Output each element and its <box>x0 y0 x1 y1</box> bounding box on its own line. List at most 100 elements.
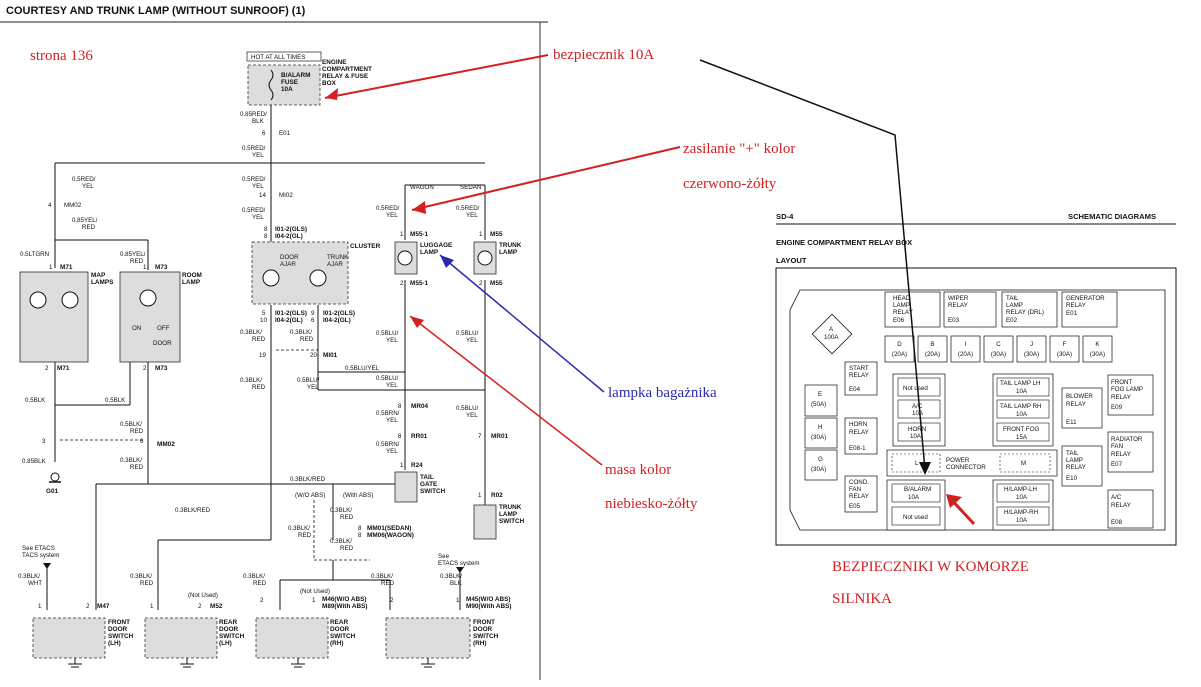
fuse-e-amp: (50A) <box>811 401 826 408</box>
front-fog-lamp-relay <box>1107 374 1154 416</box>
fuse-rating: (30A) <box>1024 351 1039 358</box>
wire-03br-long2: 0.3BLK/RED <box>175 507 211 514</box>
sw-rr-1: REAR <box>330 619 348 626</box>
abs-c-2: RED <box>340 545 354 552</box>
sw-rl-3: SWITCH <box>219 633 245 640</box>
relay-box-panel: SD-4 SCHEMATIC DIAGRAMS ENGINE COMPARTME… <box>775 212 1177 546</box>
wire-05br-mm02-2: RED <box>130 428 144 435</box>
map-lamp-left-icon <box>29 291 47 309</box>
fuse-k: K(30A) <box>1082 335 1113 363</box>
wire-05bo-a-2: YEL <box>386 417 398 424</box>
wire-05bly-b-1: 0.5BLU/ <box>376 330 399 337</box>
abs-c-1: 0.3BLK/ <box>330 538 352 545</box>
wire-05bly-mid: 0.5BLU/YEL <box>345 365 380 372</box>
fuse-arrow <box>324 54 549 99</box>
hlamp-rh-1: H/LAMP-RH <box>1004 509 1038 516</box>
mm02-pin6: 6 <box>140 438 144 445</box>
trunk-switch-3: SWITCH <box>499 518 525 525</box>
luggage-1: LUGGAGE <box>420 242 453 249</box>
wire-05blk-b: 0.5BLK <box>105 397 126 404</box>
sw-fr-2: DOOR <box>473 626 493 633</box>
etacs-r-arrow-icon <box>456 567 464 573</box>
map-lamps-2: LAMPS <box>91 279 114 286</box>
relay-box-line-4: BOX <box>322 80 337 87</box>
rr01-name: RR01 <box>411 433 428 440</box>
b-alarm-2: 10A <box>908 494 920 501</box>
gen-1: GENERATOR <box>1066 295 1105 302</box>
mm02-wire-1: 0.5RED/ <box>72 176 96 183</box>
fuse-slot <box>917 335 948 363</box>
main-fuse-amp: 100A <box>824 334 839 341</box>
cluster-conn-1: I01-2(GLS) <box>275 226 307 233</box>
mr04-name: MR04 <box>411 403 428 410</box>
ground-note-1: masa kolor <box>605 462 671 478</box>
wire-05bly-a-1: 0.5BLU/ <box>297 377 320 384</box>
cluster-conn-3: I01-2(GLS) <box>275 310 307 317</box>
m45-p2: 2 <box>390 597 394 604</box>
cluster-pin-c: 5 <box>262 310 266 317</box>
blower-1: BLOWER <box>1066 393 1093 400</box>
fuse-rating: (20A) <box>958 351 973 358</box>
ff-3: RELAY <box>1111 394 1131 401</box>
map-lamp-right-icon <box>61 291 79 309</box>
fuse-h <box>804 417 838 449</box>
m73-pin2: 2 <box>143 365 147 372</box>
wire-05bly-e-2: YEL <box>466 412 478 419</box>
cluster-pin-e: 9 <box>311 310 315 317</box>
fuse-letter: F <box>1063 341 1067 348</box>
head-1: HEAD <box>893 295 911 302</box>
mr04-pin: 8 <box>398 403 402 410</box>
tail-lh-slot <box>996 377 1050 397</box>
sw-fr-4: (RH) <box>473 640 487 647</box>
trunk-lamp-arrow <box>439 254 605 393</box>
not-used-bot: Not used <box>903 514 928 521</box>
front-fog-2: 15A <box>1016 434 1028 441</box>
fuse-e-letter: E <box>818 391 822 398</box>
supply-arrow <box>411 146 681 211</box>
generator-relay <box>1061 291 1118 328</box>
hlamp-lh-slot <box>996 483 1050 503</box>
sw-rl-1: REAR <box>219 619 237 626</box>
etacs-r-2: ETACS system <box>438 560 479 567</box>
wire-05ry-2: YEL <box>252 152 264 159</box>
hot-label: HOT AT ALL TIMES <box>251 54 305 61</box>
sw-fl-2: DOOR <box>108 626 128 633</box>
tail-lh-1: TAIL LAMP LH <box>1000 380 1040 387</box>
ground-icon-rl <box>180 658 194 668</box>
cond-4: E05 <box>849 503 861 510</box>
trunk-lamp-2: LAMP <box>499 249 518 256</box>
wire-05br-mm02-1: 0.5BLK/ <box>120 421 142 428</box>
tail-gate-3: SWITCH <box>420 488 446 495</box>
etacs-l-1: See ETACS <box>22 545 55 552</box>
blower-3: E11 <box>1066 419 1077 426</box>
sd4-label: SD-4 <box>776 212 794 221</box>
cond-3: RELAY <box>849 493 869 500</box>
head-3: RELAY <box>893 309 913 316</box>
fuse-line-2: FUSE <box>281 79 299 86</box>
fuse-rating: (30A) <box>1090 351 1105 358</box>
cluster-pin-d: 10 <box>260 317 267 324</box>
cluster-wire-2: YEL <box>252 214 264 221</box>
room-wire-2: RED <box>130 258 144 265</box>
door-ajar-2: AJAR <box>280 261 296 268</box>
front-door-switch-lh-box <box>32 617 106 659</box>
hlamp-lh-1: H/LAMP-LH <box>1004 486 1037 493</box>
not-used-bot-slot <box>891 506 941 526</box>
r24-pin: 1 <box>400 462 404 469</box>
etacs-r-1: See <box>438 553 450 560</box>
s3-1: 0.3BLK/ <box>371 573 393 580</box>
m47: M47 <box>97 603 110 610</box>
wagon-label: WAGON <box>410 184 434 191</box>
rad-2: FAN <box>1111 443 1123 450</box>
room-wire-1: 0.85YEL/ <box>120 251 146 258</box>
wire-05bly-c-2: YEL <box>466 337 478 344</box>
wires <box>46 105 486 610</box>
tlr-1: TAIL <box>1066 450 1079 457</box>
sw-rl-2: DOOR <box>219 626 239 633</box>
door-switches: FRONT DOOR SWITCH (LH) REAR DOOR SWITCH … <box>32 617 499 668</box>
cluster-pin-a: 8 <box>264 226 268 233</box>
horn-relay-1: HORN <box>849 421 867 428</box>
luggage-lamp-icon <box>397 250 413 266</box>
power-connector-l <box>891 453 941 473</box>
trunk-lamp-note: lampka bagażnika <box>608 385 717 401</box>
